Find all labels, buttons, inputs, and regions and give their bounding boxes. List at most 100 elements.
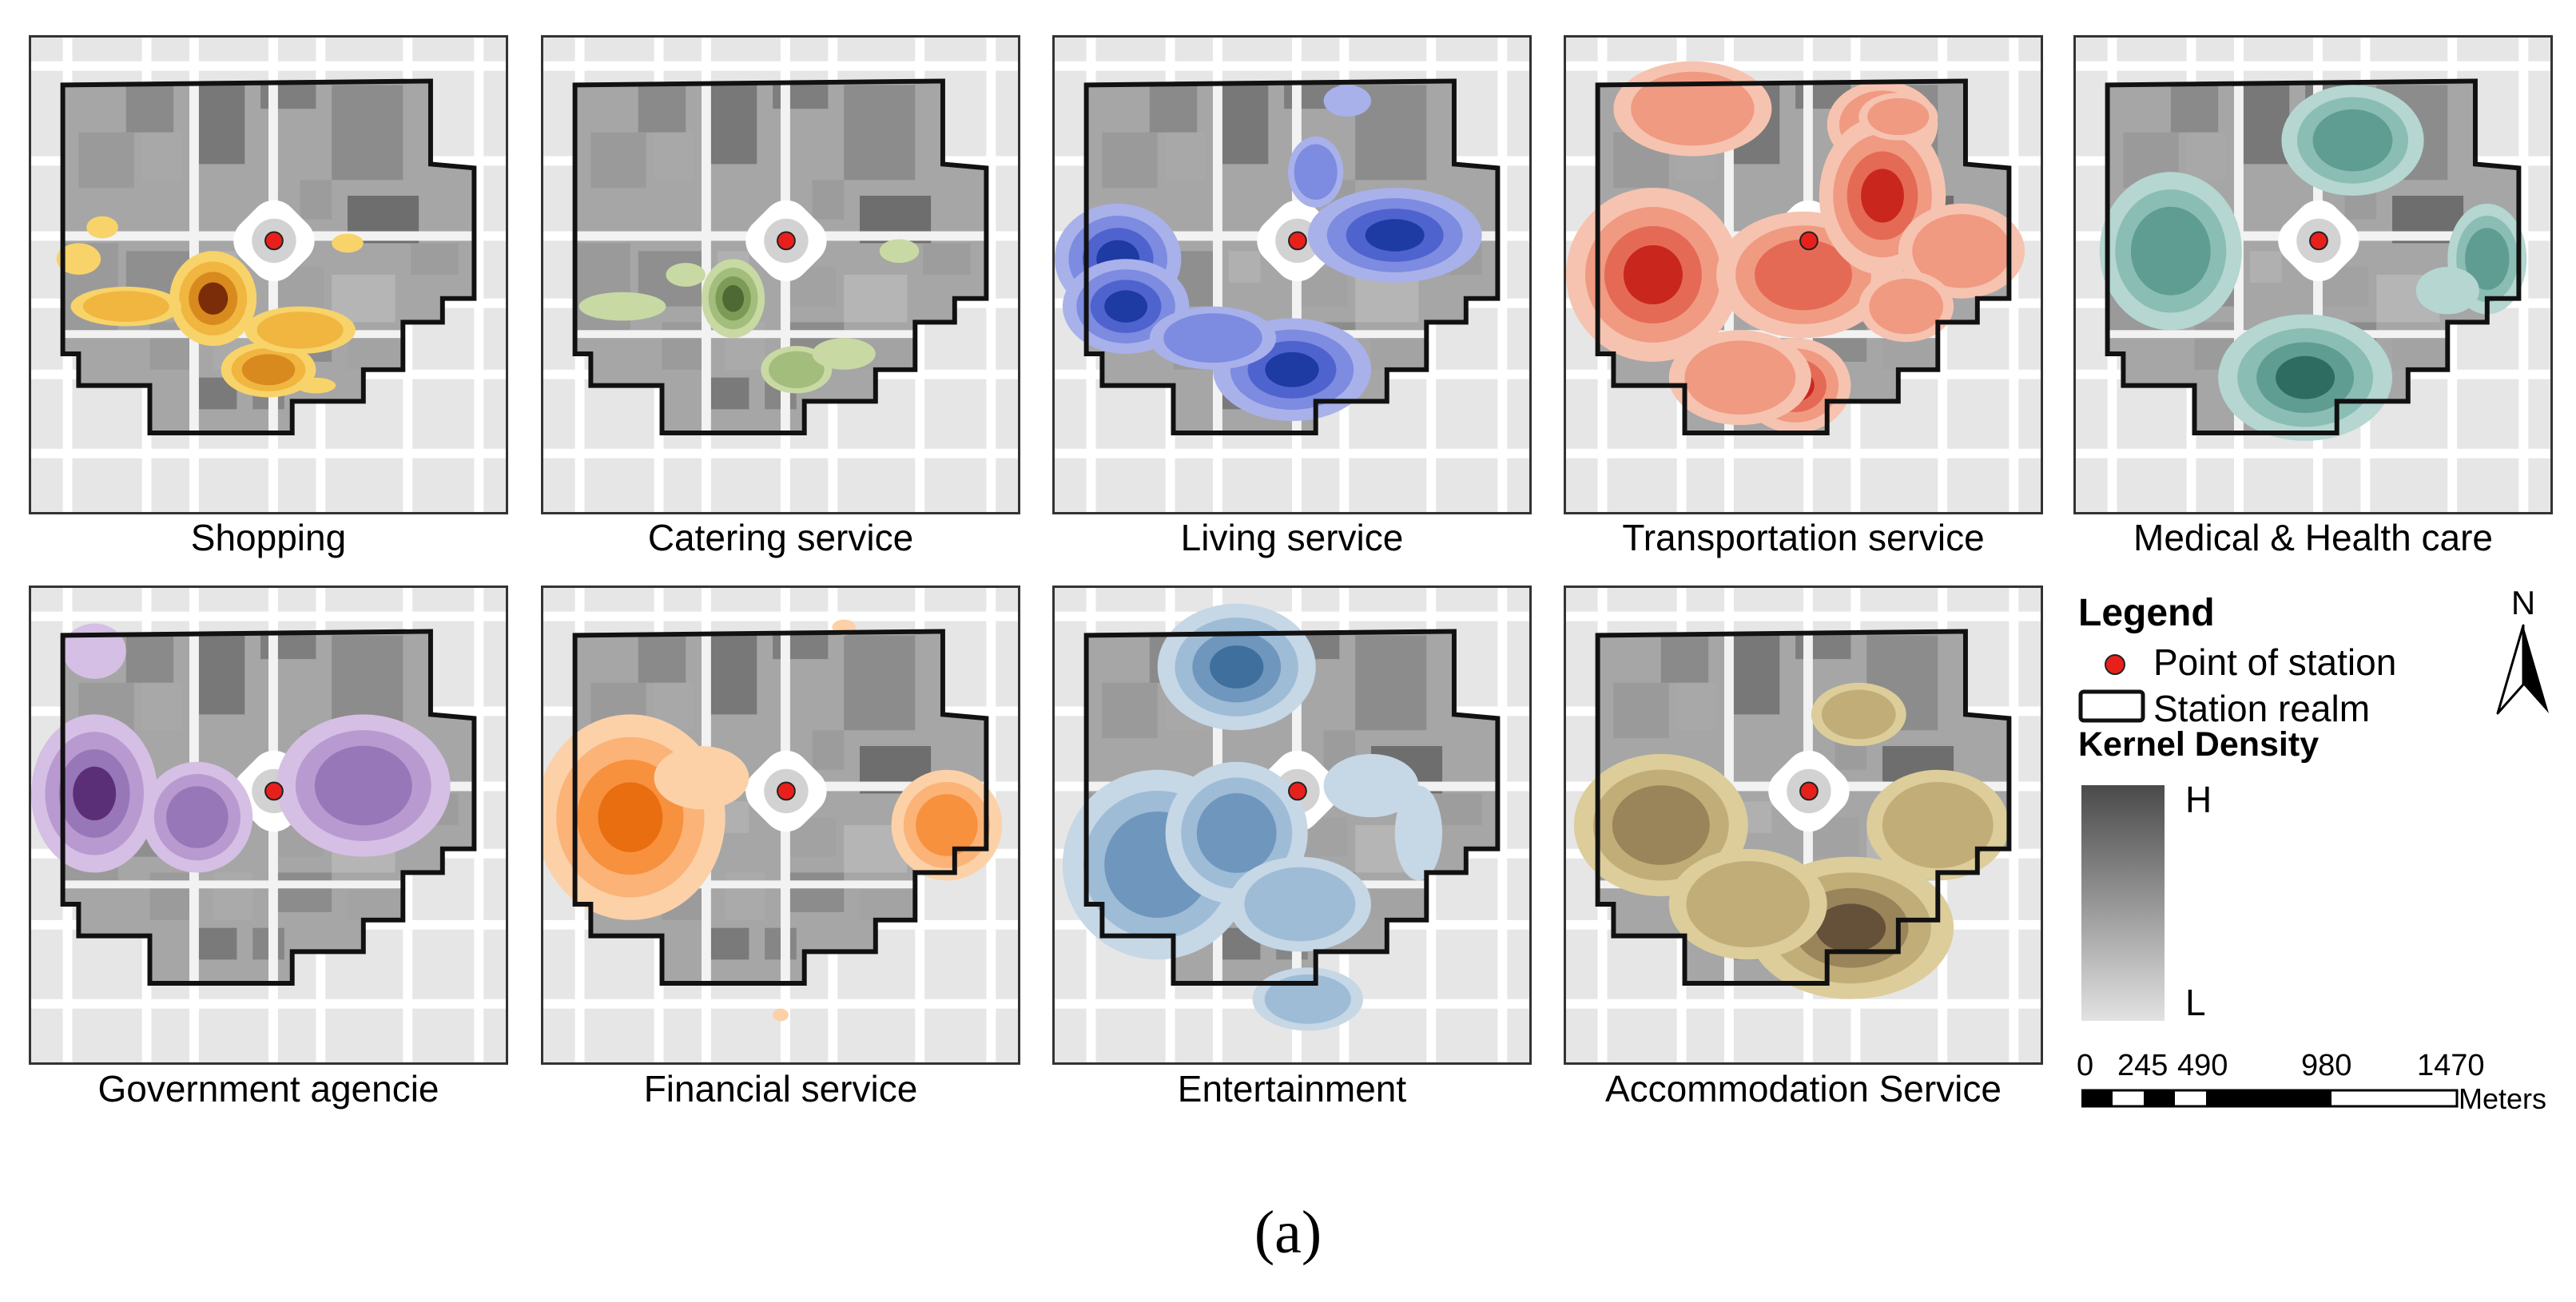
panel-caption-government-agencie: Government agencie xyxy=(97,1068,439,1109)
density-contour xyxy=(256,312,344,349)
legend-kernel-density-title: Kernel Density xyxy=(2078,725,2320,764)
density-contour xyxy=(332,233,364,253)
density-contour xyxy=(82,291,169,322)
panel-caption-accommodation-service: Accommodation Service xyxy=(1605,1068,2002,1109)
density-contour xyxy=(769,351,825,388)
map-panel-government-agencie xyxy=(29,586,508,1065)
station-point xyxy=(264,781,284,801)
density-contour xyxy=(1394,785,1443,881)
density-contour xyxy=(1912,213,2011,288)
density-contour xyxy=(1686,860,1810,948)
map-svg xyxy=(1566,588,2041,1062)
north-arrow-label: N xyxy=(2511,584,2535,621)
panel-caption-transportation-service: Transportation service xyxy=(1622,517,1985,558)
station-point xyxy=(777,781,796,801)
density-contour xyxy=(773,1008,789,1022)
density-contour xyxy=(598,782,663,852)
north-arrow-icon: N xyxy=(2496,584,2549,715)
station-point xyxy=(1288,231,1307,251)
panel-caption-medical-health-care: Medical & Health care xyxy=(2133,517,2493,558)
density-contour xyxy=(1861,169,1904,223)
map-svg xyxy=(31,38,506,512)
legend: Legend Point of station Station realm Ke… xyxy=(2073,583,2576,1142)
map-svg xyxy=(31,588,506,1062)
kernel-density-hotspots xyxy=(2099,85,2527,441)
map-svg xyxy=(1566,38,2041,512)
density-contour xyxy=(296,377,336,394)
map-svg xyxy=(1055,588,1529,1062)
density-contour xyxy=(1631,71,1755,146)
station-realm-outline xyxy=(1595,78,2012,435)
scale-tick-1470: 1470 xyxy=(2417,1049,2485,1082)
density-contour xyxy=(241,354,296,386)
station-point xyxy=(1799,781,1819,801)
density-contour xyxy=(879,239,920,264)
kernel-density-hotspots xyxy=(31,623,451,873)
density-contour xyxy=(73,766,117,821)
density-contour xyxy=(1867,97,1930,136)
station-point xyxy=(1288,781,1307,801)
station-realm-outline xyxy=(2105,78,2522,435)
kernel-density-low-label: L xyxy=(2185,982,2206,1023)
legend-station-realm-label: Station realm xyxy=(2153,688,2371,729)
station-realm-outline xyxy=(1595,629,2012,986)
panel-caption-living-service: Living service xyxy=(1180,517,1404,558)
scale-unit-label: Meters xyxy=(2459,1082,2547,1115)
scale-tick-0: 0 xyxy=(2077,1049,2094,1082)
density-contour xyxy=(1623,244,1683,305)
map-panel-living-service xyxy=(1052,35,1532,514)
density-contour xyxy=(916,794,978,856)
map-panel-accommodation-service xyxy=(1564,586,2043,1065)
density-contour xyxy=(666,263,706,287)
density-contour xyxy=(1821,689,1896,740)
density-contour xyxy=(2130,206,2211,296)
map-svg xyxy=(1055,38,1529,512)
density-contour xyxy=(654,746,749,810)
density-contour xyxy=(314,745,412,826)
density-contour xyxy=(1244,867,1356,942)
station-point xyxy=(1799,231,1819,251)
map-panel-shopping xyxy=(29,35,508,514)
kernel-density-hotspots xyxy=(1566,61,2025,433)
panel-caption-catering-service: Catering service xyxy=(647,517,914,558)
station-realm-icon xyxy=(2078,689,2145,723)
density-contour xyxy=(56,243,101,275)
station-point xyxy=(2309,231,2328,251)
density-contour xyxy=(1815,903,1886,952)
density-contour xyxy=(1104,290,1148,323)
scale-tick-490: 490 xyxy=(2177,1049,2228,1082)
figure-label: (a) xyxy=(1254,1199,1322,1266)
density-contour xyxy=(1323,753,1419,818)
map-svg xyxy=(2076,38,2550,512)
legend-station-point-label: Point of station xyxy=(2153,641,2397,683)
map-panel-catering-service xyxy=(541,35,1020,514)
panel-caption-financial-service: Financial service xyxy=(643,1068,918,1109)
density-contour xyxy=(578,292,666,321)
density-contour xyxy=(166,786,229,848)
density-contour xyxy=(722,284,745,312)
density-contour xyxy=(1210,645,1264,689)
density-contour xyxy=(1163,313,1262,363)
kernel-density-hotspots xyxy=(56,216,364,398)
scale-bar xyxy=(2081,1089,2459,1108)
panel-caption-entertainment: Entertainment xyxy=(1177,1068,1407,1109)
density-contour xyxy=(198,282,229,315)
kernel-density-hotspots xyxy=(1573,682,2010,999)
station-realm-outline xyxy=(60,629,477,986)
density-contour xyxy=(1684,340,1796,415)
station-realm-outline xyxy=(60,78,477,435)
station-point xyxy=(264,231,284,251)
density-contour xyxy=(1612,785,1710,865)
scale-tick-245: 245 xyxy=(2117,1049,2169,1082)
map-svg xyxy=(543,38,1018,512)
panel-caption-shopping: Shopping xyxy=(190,517,347,558)
density-contour xyxy=(812,338,876,370)
density-contour xyxy=(1264,974,1351,1024)
density-contour xyxy=(2312,109,2393,172)
map-panel-transportation-service xyxy=(1564,35,2043,514)
station-point xyxy=(777,231,796,251)
map-panel-medical-health-care xyxy=(2073,35,2553,514)
density-contour xyxy=(62,623,126,679)
kernel-density-ramp xyxy=(2081,785,2165,1021)
map-svg xyxy=(543,588,1018,1062)
